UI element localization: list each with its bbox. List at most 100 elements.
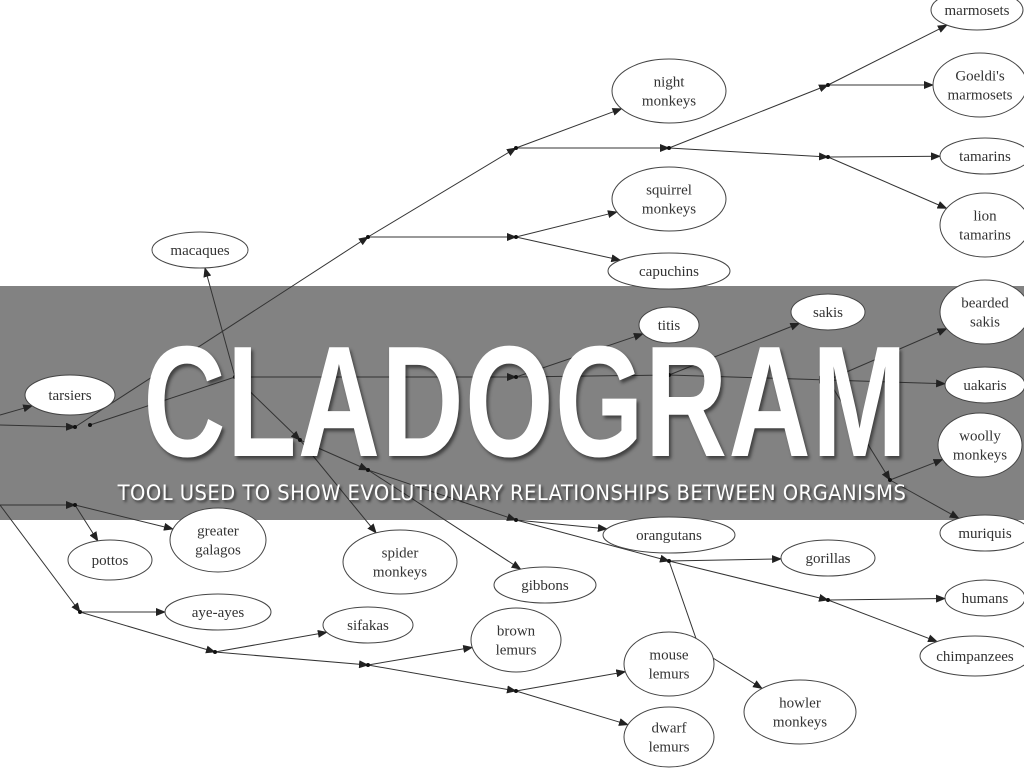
branch-node-dot (73, 425, 77, 429)
taxon-label: marmosets (945, 3, 1010, 19)
branch-edge (0, 404, 34, 416)
branch-edge (515, 108, 623, 149)
branch-node-dot (233, 375, 237, 379)
taxon-node: tarsiers (24, 374, 116, 416)
branch-node-dot (826, 155, 830, 159)
branch-node-dot (826, 378, 830, 382)
taxon-label: sakis (813, 305, 843, 321)
branch-node-dot (826, 83, 830, 87)
taxon-node: orangutans (602, 516, 736, 554)
branch-edge (203, 266, 236, 378)
taxon-label: pottos (92, 553, 129, 569)
taxon-label: gibbons (521, 578, 569, 594)
taxon-ellipse (322, 606, 414, 644)
branch-edge (827, 152, 942, 161)
branch-edge (515, 371, 670, 380)
branch-edge (515, 332, 644, 378)
taxon-ellipse (493, 566, 597, 604)
taxon-label: galagos (195, 543, 241, 559)
branch-edge (299, 439, 369, 471)
taxon-ellipse (164, 593, 272, 631)
taxon-label: monkeys (773, 715, 827, 731)
taxon-ellipse (944, 366, 1024, 404)
taxon-ellipse (939, 514, 1024, 552)
branch-edge (367, 147, 517, 238)
taxon-ellipse (930, 0, 1024, 31)
branch-edge (668, 555, 783, 564)
taxon-node: humans (944, 579, 1024, 617)
taxon-ellipse (67, 539, 153, 581)
branch-edge (668, 84, 829, 149)
branch-edge (515, 236, 622, 263)
taxon-label: monkeys (373, 565, 427, 581)
branch-node-dot (514, 375, 518, 379)
taxon-node: tamarins (939, 137, 1024, 175)
taxon-label: capuchins (639, 264, 699, 280)
taxon-ellipse (919, 635, 1024, 677)
taxon-node: spider monkeys (342, 529, 458, 595)
branch-edge (827, 328, 948, 381)
branch-edge (668, 560, 701, 651)
taxon-label: monkeys (642, 94, 696, 110)
taxon-node: aye-ayes (164, 593, 272, 631)
branch-node-dot (213, 650, 217, 654)
branch-edge (827, 599, 938, 643)
taxon-label: squirrel (646, 183, 692, 199)
taxon-node: gorillas (780, 539, 876, 577)
taxon-ellipse (470, 607, 562, 673)
taxon-node: muriquis (939, 514, 1024, 552)
taxon-label: lemurs (649, 667, 690, 683)
taxon-label: spider (382, 546, 419, 562)
taxon-node: lion tamarins (939, 192, 1024, 258)
taxon-label: monkeys (642, 202, 696, 218)
taxon-label: dwarf (652, 721, 687, 737)
branch-edge (827, 379, 891, 481)
taxon-label: greater (197, 524, 239, 540)
branch-node-dot (888, 478, 892, 482)
taxon-label: macaques (170, 243, 229, 259)
branch-edge (367, 469, 517, 521)
taxon-label: tamarins (959, 149, 1011, 165)
branch-node-dot (667, 373, 671, 377)
taxon-label: sifakas (347, 618, 389, 634)
branch-edge (827, 156, 948, 209)
taxon-node: macaques (151, 231, 249, 269)
taxon-ellipse (623, 631, 715, 697)
branch-node-dot (88, 423, 92, 427)
branch-edge (0, 422, 76, 431)
branch-node-dot (298, 438, 302, 442)
taxon-label: lion (973, 209, 997, 225)
taxon-label: titis (658, 318, 681, 334)
branch-edge (0, 504, 81, 613)
branch-node-dot (514, 146, 518, 150)
taxon-node: chimpanzees (919, 635, 1024, 677)
taxon-label: orangutans (636, 528, 702, 544)
taxon-ellipse (939, 137, 1024, 175)
taxon-node: sakis (790, 293, 866, 331)
taxon-ellipse (743, 679, 857, 745)
taxon-ellipse (607, 252, 731, 290)
branch-node-dot (667, 146, 671, 150)
taxon-label: muriquis (958, 526, 1011, 542)
taxon-ellipse (169, 507, 267, 573)
slide-title: CLADOGRAM (143, 314, 909, 490)
taxon-node: greater galagos (169, 507, 267, 573)
branch-node-dot (366, 235, 370, 239)
branch-edge (214, 651, 369, 669)
taxon-label: tarsiers (48, 388, 91, 404)
branch-edge (367, 644, 474, 666)
taxon-label: tamarins (959, 228, 1011, 244)
taxon-ellipse (937, 412, 1023, 478)
branch-edge (827, 594, 947, 603)
branch-edge (79, 611, 216, 654)
branch-edge (889, 459, 944, 481)
branch-node-dot (514, 689, 518, 693)
taxon-ellipse (611, 58, 727, 124)
branch-node-dot (78, 610, 82, 614)
branch-edge (515, 690, 629, 726)
branch-edge (515, 669, 627, 692)
branch-edge (74, 236, 369, 428)
taxon-label: Goeldi's (955, 69, 1005, 85)
